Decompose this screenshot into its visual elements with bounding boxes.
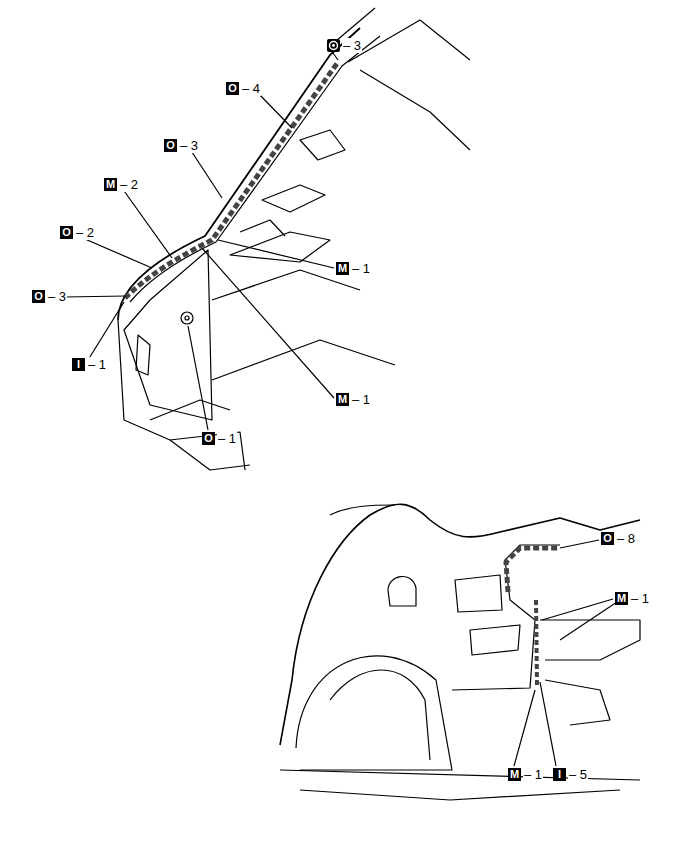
- callout-symbol: M: [104, 178, 117, 191]
- callout-number: – 3: [47, 289, 67, 304]
- callout-symbol: M: [615, 592, 628, 605]
- callout-number: – 2: [75, 225, 95, 240]
- callout-number: – 1: [523, 767, 543, 782]
- callout-number: – 1: [351, 392, 371, 407]
- callout-symbol: O: [601, 532, 614, 545]
- callout-symbol: O: [60, 226, 73, 239]
- callout-symbol: M: [508, 768, 521, 781]
- callout-number: – 1: [217, 431, 237, 446]
- callout-number: – 5: [568, 767, 588, 782]
- callout-symbol: O: [202, 432, 215, 445]
- callout-number: – 1: [351, 261, 371, 276]
- callout-number: – 1: [630, 591, 650, 606]
- callout-symbol: [327, 39, 340, 52]
- callout-symbol: O: [164, 139, 177, 152]
- callout-number: – 4: [241, 81, 261, 96]
- callout-number: – 8: [616, 531, 636, 546]
- callout-symbol: M: [336, 262, 349, 275]
- callout-number: – 3: [342, 38, 362, 53]
- callout-symbol: O: [226, 82, 239, 95]
- callout-symbol: I: [72, 358, 85, 371]
- callout-symbol: M: [336, 393, 349, 406]
- callout-number: – 3: [179, 138, 199, 153]
- callout-symbol: I: [553, 768, 566, 781]
- callout-number: – 2: [119, 177, 139, 192]
- callout-number: – 1: [87, 357, 107, 372]
- callout-symbol: O: [32, 290, 45, 303]
